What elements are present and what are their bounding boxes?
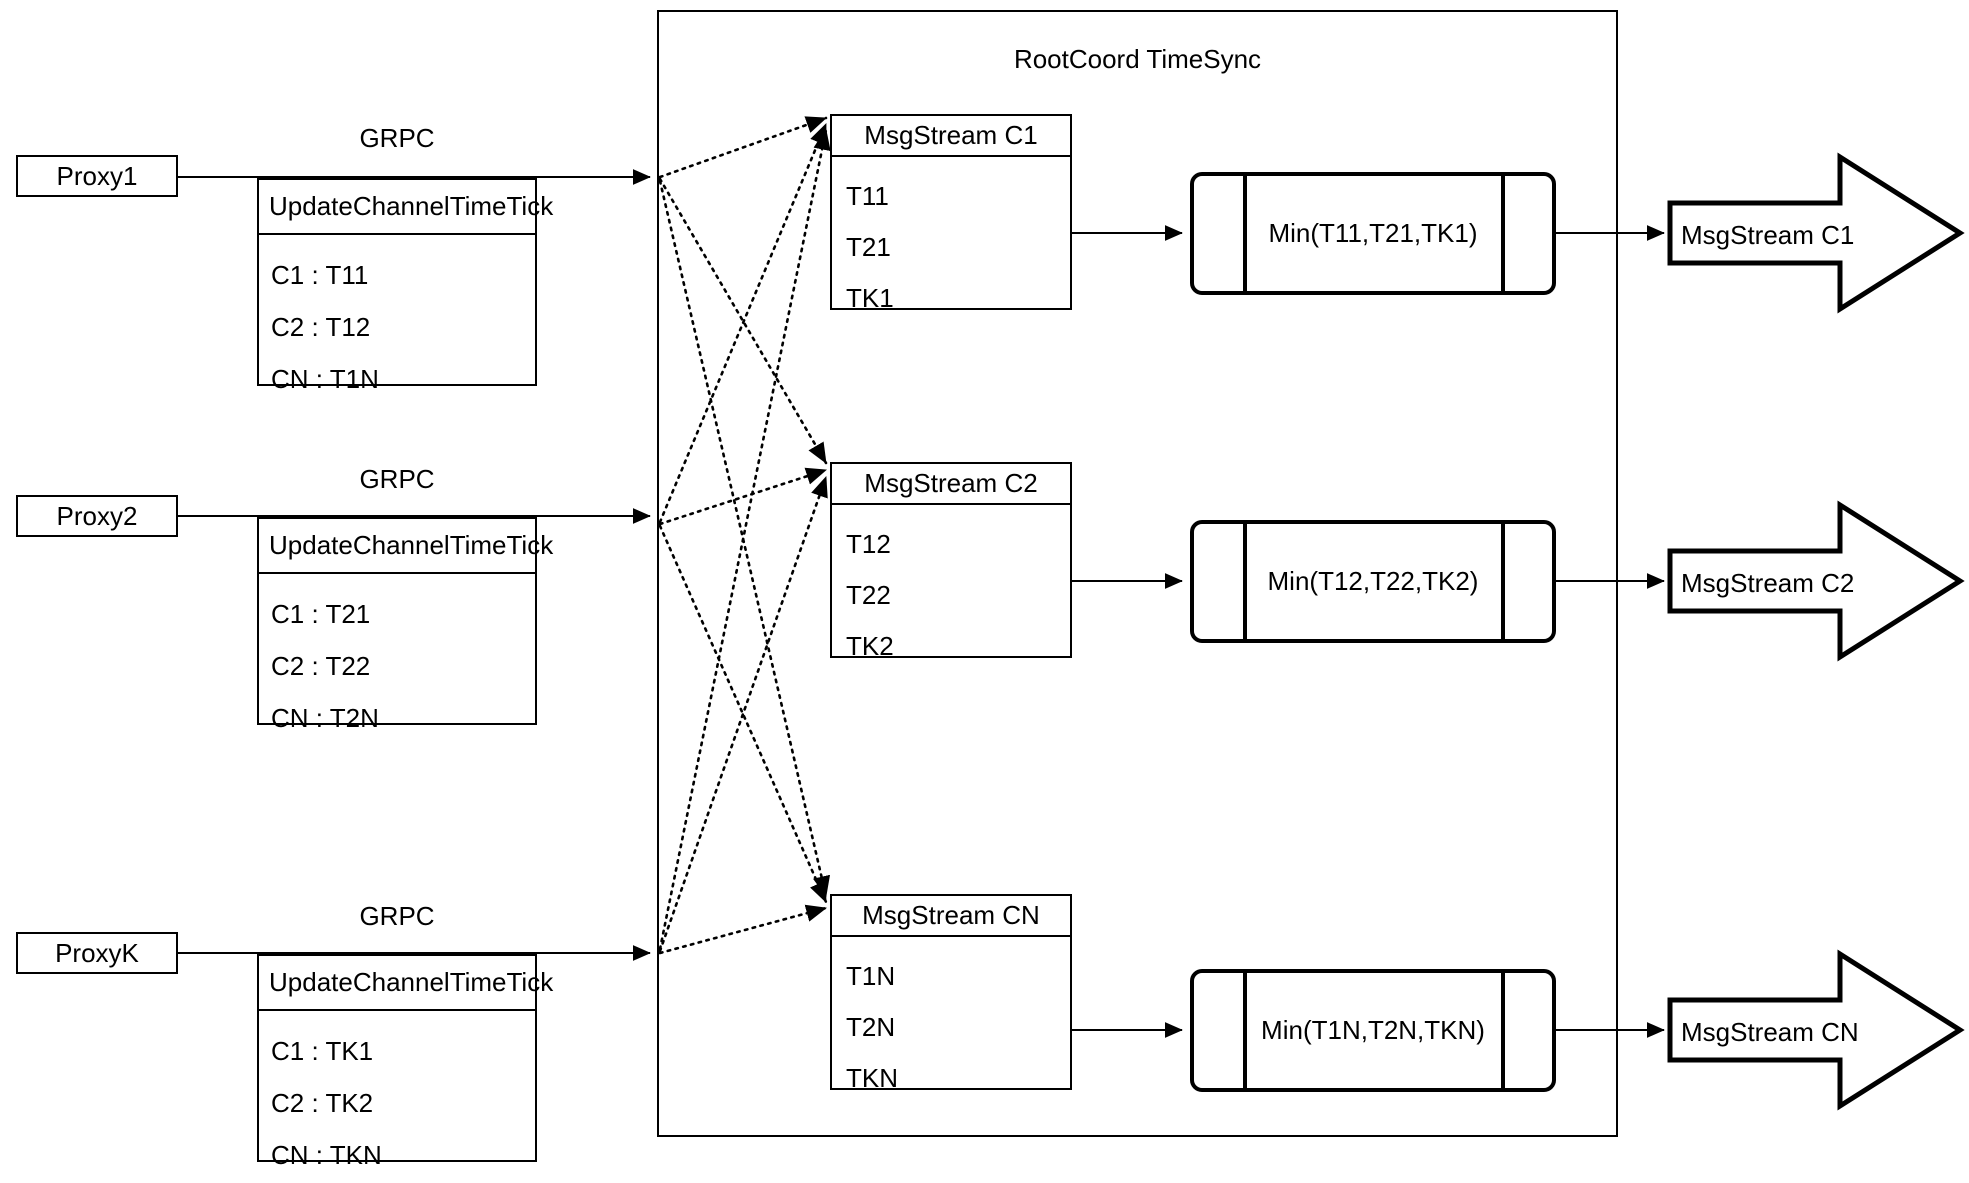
grpc-label-row-1: GRPC <box>359 123 435 153</box>
msgstream-body: T12 T22 TK2 <box>832 505 1070 672</box>
msgstream-box-row-3: MsgStream CN T1N T2N TKN <box>830 894 1072 1093</box>
update-channel-timetick-box-row-2: UpdateChannelTimeTick C1 : T21 C2 : T22 … <box>257 517 553 733</box>
uct-entry: CN : T2N <box>271 703 379 733</box>
uct-title: UpdateChannelTimeTick <box>259 519 553 574</box>
msgstream-tick: T11 <box>846 181 889 211</box>
min-divider-left <box>1243 973 1247 1088</box>
min-process-box-row-2: Min(T12,T22,TK2) <box>1190 520 1556 643</box>
update-channel-timetick-box-row-3: UpdateChannelTimeTick C1 : TK1 C2 : TK2 … <box>257 954 553 1170</box>
msgstream-title: MsgStream CN <box>832 896 1070 937</box>
uct-title: UpdateChannelTimeTick <box>259 956 553 1011</box>
msgstream-title: MsgStream C1 <box>832 116 1070 157</box>
uct-entry: C1 : T21 <box>271 599 371 629</box>
msgstream-title: MsgStream C2 <box>832 464 1070 505</box>
min-divider-right <box>1501 524 1505 639</box>
min-label: Min(T11,T21,TK1) <box>1268 218 1478 248</box>
msgstream-box-row-2: MsgStream C2 T12 T22 TK2 <box>830 462 1072 661</box>
proxy-box-row-3[interactable]: ProxyK <box>16 932 178 974</box>
rootcoord-container <box>657 10 1618 1137</box>
msgstream-tick: T1N <box>846 961 896 991</box>
msgstream-box-row-1: MsgStream C1 T11 T21 TK1 <box>830 114 1072 313</box>
output-label-row-3: MsgStream CN <box>1681 1017 1859 1047</box>
uct-entry: CN : TKN <box>271 1140 382 1170</box>
min-divider-right <box>1501 973 1505 1088</box>
uct-entry: C2 : T12 <box>271 312 371 342</box>
proxy-box-row-2[interactable]: Proxy2 <box>16 495 178 537</box>
msgstream-body: T1N T2N TKN <box>832 937 1070 1104</box>
output-label-row-1: MsgStream C1 <box>1681 220 1855 250</box>
uct-title: UpdateChannelTimeTick <box>259 180 553 235</box>
min-divider-left <box>1243 524 1247 639</box>
uct-entry: C2 : TK2 <box>271 1088 374 1118</box>
uct-entry: C1 : TK1 <box>271 1036 374 1066</box>
min-label: Min(T1N,T2N,TKN) <box>1261 1015 1485 1045</box>
msgstream-body: T11 T21 TK1 <box>832 157 1070 324</box>
uct-entry: CN : T1N <box>271 364 379 394</box>
msgstream-tick: T22 <box>846 580 891 610</box>
min-divider-left <box>1243 176 1247 291</box>
proxy-label: ProxyK <box>55 937 139 968</box>
min-process-box-row-1: Min(T11,T21,TK1) <box>1190 172 1556 295</box>
grpc-label-row-3: GRPC <box>359 901 435 931</box>
uct-entry: C2 : T22 <box>271 651 371 681</box>
uct-body: C1 : T21 C2 : T22 CN : T2N <box>259 574 535 744</box>
min-process-box-row-3: Min(T1N,T2N,TKN) <box>1190 969 1556 1092</box>
output-block-arrows <box>1667 152 1965 1111</box>
msgstream-tick: TK2 <box>846 631 894 661</box>
uct-entry: C1 : T11 <box>271 260 369 290</box>
min-divider-right <box>1501 176 1505 291</box>
msgstream-tick: T12 <box>846 529 891 559</box>
grpc-label-row-2: GRPC <box>359 464 435 494</box>
proxy-label: Proxy2 <box>56 500 138 531</box>
output-label-row-2: MsgStream C2 <box>1681 568 1855 598</box>
msgstream-tick: TKN <box>846 1063 898 1093</box>
uct-body: C1 : T11 C2 : T12 CN : T1N <box>259 235 535 405</box>
min-label: Min(T12,T22,TK2) <box>1267 566 1479 596</box>
uct-body: C1 : TK1 C2 : TK2 CN : TKN <box>259 1011 535 1181</box>
update-channel-timetick-box-row-1: UpdateChannelTimeTick C1 : T11 C2 : T12 … <box>257 178 553 394</box>
msgstream-tick: TK1 <box>846 283 894 313</box>
proxy-box-row-1[interactable]: Proxy1 <box>16 155 178 197</box>
msgstream-tick: T21 <box>846 232 891 262</box>
proxy-label: Proxy1 <box>56 160 138 191</box>
msgstream-tick: T2N <box>846 1012 896 1042</box>
rootcoord-title: RootCoord TimeSync <box>1013 44 1262 74</box>
